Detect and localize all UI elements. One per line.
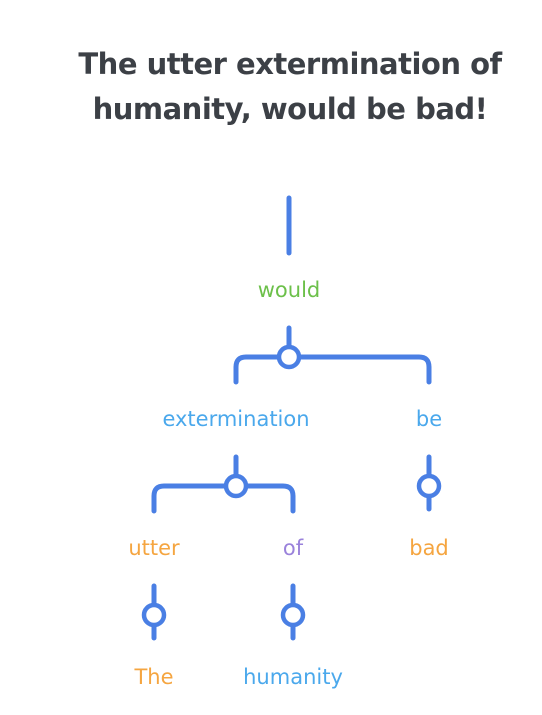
tree-edges [141, 195, 442, 641]
word-of: of [283, 536, 304, 560]
junction-utter [141, 602, 167, 628]
junction-extermination [223, 473, 249, 499]
word-be: be [416, 407, 442, 431]
word-bad: bad [409, 536, 449, 560]
sentence-title: The utter extermination of humanity, wou… [78, 47, 502, 126]
word-would: would [258, 278, 321, 302]
word-humanity: humanity [243, 665, 343, 689]
junction-of [280, 602, 306, 628]
word-extermination: extermination [162, 407, 309, 431]
junction-be [416, 473, 442, 499]
branch-would [233, 354, 432, 385]
word-the: The [133, 665, 173, 689]
word-utter: utter [128, 536, 180, 560]
branch-extermination [151, 483, 296, 514]
junction-would [276, 344, 302, 370]
